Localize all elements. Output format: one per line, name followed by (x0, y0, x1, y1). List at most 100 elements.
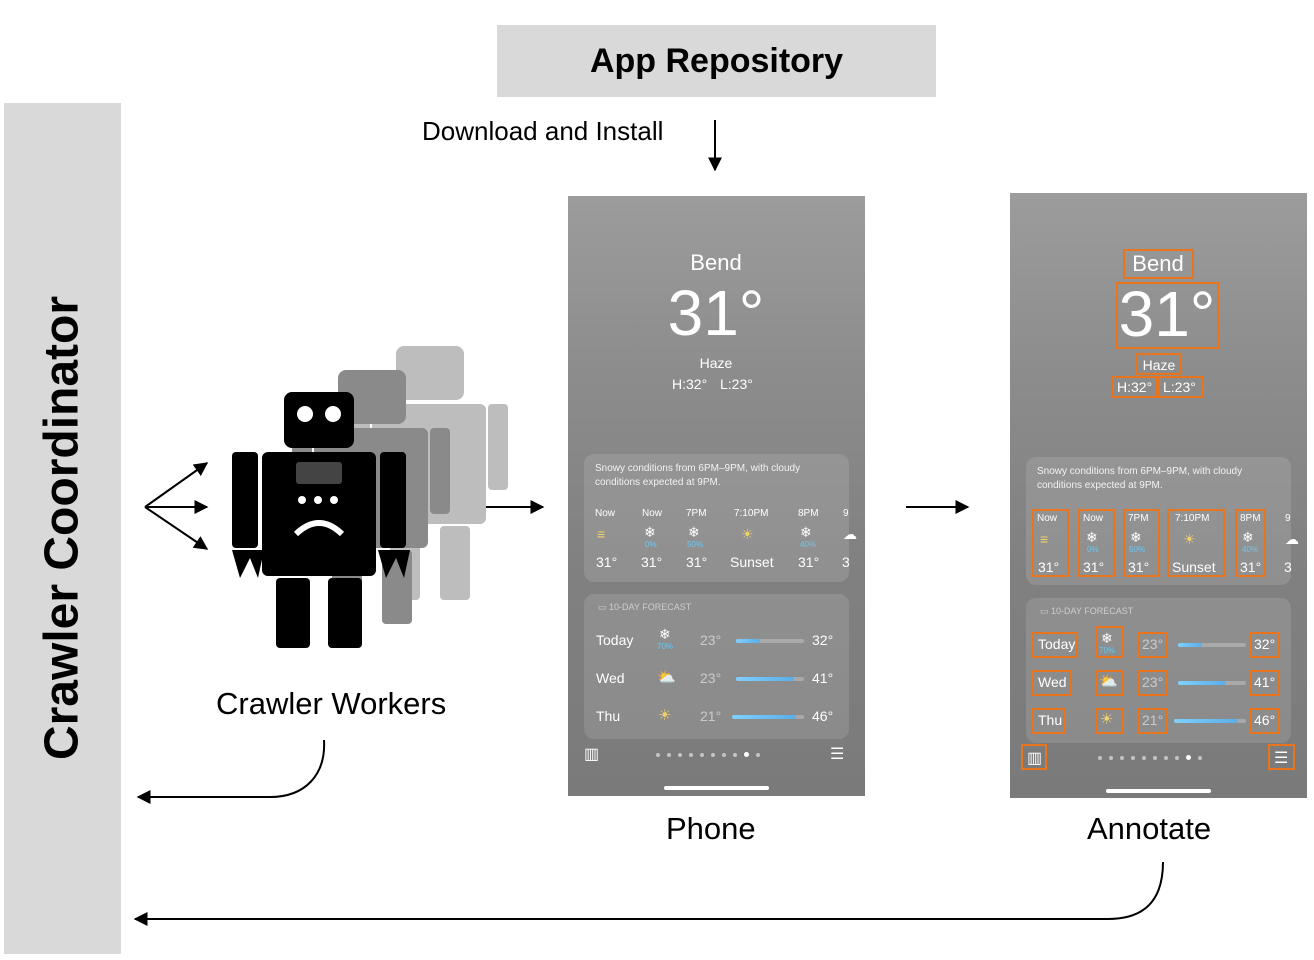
sun-icon: ☀ (658, 707, 672, 724)
hour-time: 8PM (798, 508, 819, 519)
annotation-box-hour (1078, 509, 1115, 577)
hour-temp: 31° (641, 554, 663, 570)
annotation-box-hour (1032, 509, 1069, 577)
page-dot[interactable] (756, 752, 760, 757)
page-dot[interactable] (1164, 755, 1168, 760)
forecast-low: 23° (1142, 636, 1164, 652)
annotation-box-list (1268, 744, 1295, 770)
forecast-low: 21° (1142, 712, 1164, 728)
page-dots[interactable] (656, 752, 760, 757)
home-indicator (664, 786, 769, 790)
haze-icon: ≡ (1040, 531, 1049, 547)
temp-range-bar (736, 677, 794, 681)
page-dot[interactable] (1175, 755, 1179, 760)
page-dot[interactable] (689, 752, 693, 757)
temp-range-bar (1178, 681, 1226, 685)
hour-time: 7PM (1128, 513, 1149, 524)
annotation-box-low (1138, 708, 1168, 734)
forecast-header: ▭ 10-DAY FORECAST (598, 602, 692, 612)
forecast-high: 46° (1254, 712, 1276, 728)
fanout-arrow-up (144, 462, 209, 508)
forecast-card: ▭ 10-DAY FORECAST Today Wed Thu ❄ 70% ⛅ … (1026, 598, 1291, 743)
hour-time: Now (1083, 513, 1104, 524)
forecast-high: 32° (812, 632, 834, 648)
page-dot[interactable] (678, 752, 682, 757)
page-dot[interactable] (1186, 755, 1191, 760)
list-icon[interactable]: ☰ (1274, 750, 1289, 767)
hour-temp: 3 (842, 554, 850, 570)
forecast-header-text: 10-DAY FORECAST (1051, 606, 1134, 616)
snowflake-icon: ❄ (1130, 529, 1142, 545)
high-temp: H:32° (672, 376, 708, 392)
annotate-return-arrow (133, 861, 1164, 926)
page-dot[interactable] (744, 752, 749, 757)
map-icon[interactable]: ▥ (584, 746, 600, 763)
hour-precip: 50% (687, 540, 704, 549)
page-dot[interactable] (1142, 755, 1146, 760)
page-dot[interactable] (700, 752, 704, 757)
annotation-box-day (1032, 708, 1066, 734)
forecast-day: Today (596, 632, 634, 648)
page-dot[interactable] (656, 752, 660, 757)
page-dot[interactable] (1131, 755, 1135, 760)
condition-text: Haze (699, 355, 733, 371)
forecast-day: Wed (596, 670, 625, 686)
crawler-workers-label: Crawler Workers (216, 686, 447, 721)
annotation-box-day (1032, 632, 1078, 658)
hour-time: Now (642, 508, 663, 519)
hour-precip: 0% (645, 540, 657, 549)
hour-temp: 31° (1128, 559, 1150, 575)
hour-time: Now (595, 508, 616, 519)
page-dot[interactable] (711, 752, 715, 757)
annotation-box-city (1123, 249, 1194, 279)
condition-text: Haze (1142, 357, 1176, 373)
page-dot[interactable] (1098, 755, 1102, 760)
workers-return-arrow (136, 739, 326, 804)
annotation-box-icon (1096, 626, 1124, 658)
hour-time: 7:10PM (1175, 513, 1210, 524)
map-icon[interactable]: ▥ (1027, 750, 1043, 767)
page-dot[interactable] (1120, 755, 1124, 760)
cloud-icon: ☁ (1285, 531, 1299, 547)
page-dot[interactable] (722, 752, 726, 757)
hour-temp: 31° (1240, 559, 1262, 575)
hour-time: 7PM (686, 508, 707, 519)
page-dot[interactable] (1109, 755, 1113, 760)
page-dot[interactable] (667, 752, 671, 757)
annotated-phone-screen: Bend 31° Haze H:32° L:23° Snowy conditio… (1010, 193, 1307, 798)
snowflake-icon: ❄ (659, 626, 671, 642)
hour-temp: 31° (1038, 559, 1060, 575)
hour-time: 9 (843, 508, 849, 519)
forecast-high: 41° (812, 670, 834, 686)
list-icon[interactable]: ☰ (830, 746, 845, 763)
page-dot[interactable] (733, 752, 737, 757)
annotation-box-hour (1123, 509, 1160, 577)
current-temperature: 31° (1118, 278, 1216, 350)
temp-range-bar (1178, 643, 1202, 647)
forecast-card: ▭ 10-DAY FORECAST Today Wed Thu ❄ 70% ⛅ … (584, 594, 849, 739)
forecast-precip: 70% (657, 642, 674, 651)
page-dot[interactable] (1198, 755, 1202, 760)
app-repository-box: App Repository (497, 25, 936, 97)
hour-time: 9 (1285, 513, 1291, 524)
forecast-day: Wed (1038, 674, 1067, 690)
low-temp: L:23° (720, 376, 753, 392)
city-name: Bend (690, 250, 742, 275)
forecast-high: 32° (1254, 636, 1276, 652)
partly-cloudy-icon: ⛅ (1099, 673, 1118, 690)
snowflake-icon: ❄ (800, 524, 812, 540)
annotation-box-high (1250, 632, 1280, 658)
sunset-icon: ☀ (1183, 531, 1196, 547)
hour-temp: Sunset (1172, 559, 1216, 575)
temp-range-track (736, 639, 804, 643)
city-name: Bend (1132, 251, 1184, 276)
partly-cloudy-icon: ⛅ (657, 669, 676, 686)
page-dot[interactable] (1153, 755, 1157, 760)
annotate-label: Annotate (1087, 811, 1212, 846)
robot-front (232, 392, 410, 648)
hour-precip: 40% (800, 540, 817, 549)
annotation-box-high (1250, 708, 1280, 734)
page-dots[interactable] (1098, 755, 1202, 760)
annotation-box-icon (1096, 708, 1124, 734)
annotation-box-low (1138, 632, 1168, 658)
